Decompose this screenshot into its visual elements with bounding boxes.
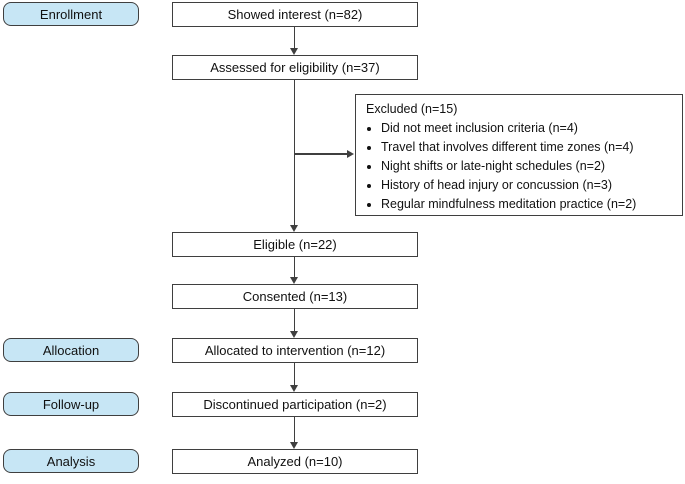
flow-box-analyzed: Analyzed (n=10) [172, 449, 418, 474]
arrow-allocated-to-discontinued [293, 363, 295, 385]
arrow-showed-to-assessed [293, 27, 295, 48]
flow-box-text: Eligible (n=22) [253, 237, 337, 252]
flow-box-consented: Consented (n=13) [172, 284, 418, 309]
flow-box-text: Allocated to intervention (n=12) [204, 343, 386, 358]
flow-box-text: Assessed for eligibility (n=37) [210, 60, 380, 75]
arrowhead-down-icon [290, 225, 299, 232]
arrow-eligible-to-consented [293, 257, 295, 277]
arrowhead-down-icon [290, 331, 299, 338]
excluded-reason: Regular mindfulness meditation practice … [381, 195, 674, 214]
excluded-reason: History of head injury or concussion (n=… [381, 176, 674, 195]
stage-label-text: Analysis [46, 453, 96, 469]
stage-label-analysis: Analysis [3, 449, 139, 473]
arrow-assessed-to-eligible [293, 80, 295, 225]
flow-box-discontinued: Discontinued participation (n=2) [172, 392, 418, 417]
stage-label-enrollment: Enrollment [3, 2, 139, 26]
excluded-box: Excluded (n=15) Did not meet inclusion c… [355, 94, 683, 216]
flow-box-text: Analyzed (n=10) [247, 454, 343, 469]
arrow-branch-to-excluded [294, 153, 347, 155]
flow-box-text: Showed interest (n=82) [227, 7, 363, 22]
excluded-title: Excluded (n=15) [366, 102, 458, 116]
excluded-reason: Did not meet inclusion criteria (n=4) [381, 119, 674, 138]
stage-label-text: Allocation [42, 342, 100, 358]
arrowhead-down-icon [290, 277, 299, 284]
stage-label-text: Follow-up [42, 396, 100, 412]
flow-box-text: Consented (n=13) [242, 289, 348, 304]
arrowhead-down-icon [290, 442, 299, 449]
excluded-reason-list: Did not meet inclusion criteria (n=4) Tr… [381, 119, 674, 214]
flow-box-showed-interest: Showed interest (n=82) [172, 2, 418, 27]
flow-box-allocated: Allocated to intervention (n=12) [172, 338, 418, 363]
flow-box-eligible: Eligible (n=22) [172, 232, 418, 257]
flow-box-assessed: Assessed for eligibility (n=37) [172, 55, 418, 80]
flow-box-text: Discontinued participation (n=2) [203, 397, 387, 412]
arrowhead-down-icon [290, 48, 299, 55]
arrow-discontinued-to-analyzed [293, 417, 295, 442]
excluded-reason: Night shifts or late-night schedules (n=… [381, 157, 674, 176]
stage-label-allocation: Allocation [3, 338, 139, 362]
arrow-consented-to-allocated [293, 309, 295, 331]
stage-label-text: Enrollment [39, 6, 103, 22]
stage-label-follow-up: Follow-up [3, 392, 139, 416]
arrowhead-down-icon [290, 385, 299, 392]
excluded-reason: Travel that involves different time zone… [381, 138, 674, 157]
arrowhead-right-icon [347, 149, 354, 158]
